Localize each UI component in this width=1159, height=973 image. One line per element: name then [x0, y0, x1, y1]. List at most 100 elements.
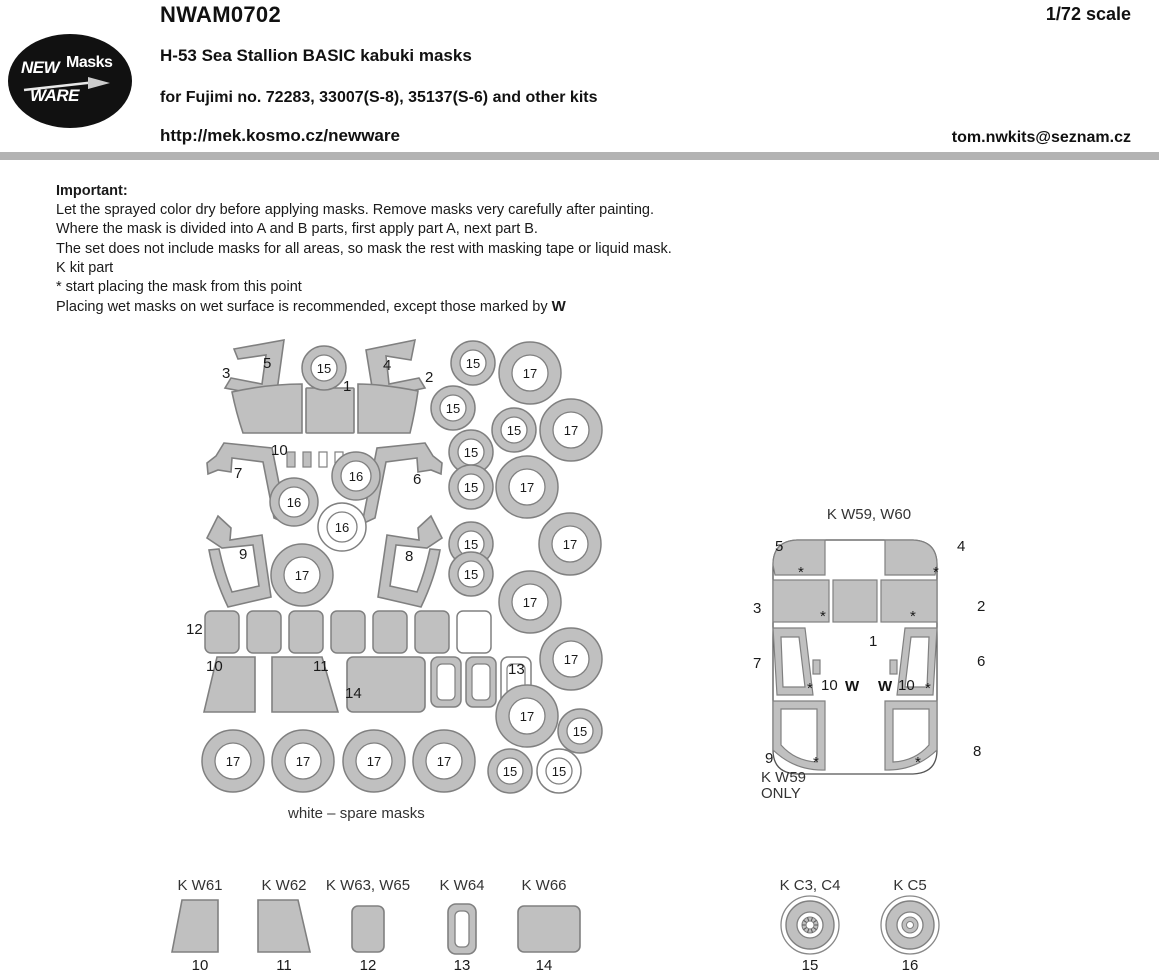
notes-wet-text: Placing wet masks on wet surface is reco… — [56, 299, 552, 316]
notes-line: Where the mask is divided into A and B p… — [56, 221, 538, 238]
ring-inner — [551, 525, 589, 563]
ring-inner — [552, 640, 590, 678]
ring-label: 17 — [523, 595, 537, 610]
part-number-label: 10 — [192, 957, 209, 973]
part-number-label: 14 — [345, 685, 362, 702]
mask-ring: 17 — [498, 570, 562, 634]
notes-line: Let the sprayed color dry before applyin… — [56, 202, 654, 219]
start-point-star-icon: * — [915, 754, 921, 771]
part-number-label: 10 — [206, 658, 223, 675]
ring-label: 15 — [464, 445, 478, 460]
ring-inner — [511, 354, 549, 392]
ring-inner — [326, 511, 358, 543]
header-divider — [0, 152, 1159, 160]
start-point-star-icon: * — [910, 608, 916, 625]
cockpit-part-label: 8 — [973, 743, 981, 760]
part-number-label: 10 — [271, 442, 288, 459]
part-kit-label: K W62 — [261, 877, 306, 894]
ring-label: 17 — [564, 652, 578, 667]
ring-inner — [439, 394, 467, 422]
contact-email: tom.nwkits@seznam.cz — [951, 129, 1131, 146]
mask-strip-12 — [246, 610, 282, 654]
ring-label: 16 — [335, 520, 349, 535]
ring-inner — [284, 742, 322, 780]
mask-ring: 15 — [450, 340, 496, 386]
ring-label: 15 — [464, 537, 478, 552]
ring-inner — [496, 757, 524, 785]
cockpit-part-label: 2 — [977, 598, 985, 615]
ring-label: 15 — [317, 361, 331, 376]
ring-inner — [355, 742, 393, 780]
part-legend-item: K W64 13 — [439, 877, 484, 973]
part-kit-label: K W61 — [177, 877, 222, 894]
notes-wet-line: Placing wet masks on wet surface is reco… — [56, 297, 856, 317]
ring-inner — [511, 583, 549, 621]
mask-frame-13 — [430, 656, 462, 708]
ring-inner — [545, 757, 573, 785]
part-shape — [257, 899, 312, 953]
notes-heading: Important: — [56, 183, 128, 199]
frame-inner — [436, 663, 456, 701]
part-legend-item: K W61 10 — [171, 877, 223, 973]
part-number-label: 13 — [454, 957, 471, 973]
notes-line: * start placing the mask from this point — [56, 279, 302, 296]
product-subtitle: for Fujimi no. 72283, 33007(S-8), 35137(… — [160, 89, 598, 106]
ring-label: 15 — [573, 724, 587, 739]
mask-ring: 17 — [270, 543, 334, 607]
mask-ring: 15 — [430, 385, 476, 431]
cockpit-title: K W59, W60 — [827, 506, 911, 523]
cockpit-part-label: 1 — [869, 633, 877, 650]
part-shape-inner — [454, 910, 470, 948]
start-point-star-icon: * — [798, 564, 804, 581]
frame-inner — [471, 663, 491, 701]
ring-inner — [457, 473, 485, 501]
ring-label: 17 — [296, 754, 310, 769]
cockpit-part-label: 9 — [765, 750, 773, 767]
right-arrow-icon — [23, 77, 110, 92]
mask-ring: 17 — [271, 729, 335, 793]
cockpit-part-label: 5 — [775, 538, 783, 555]
part-number-label: 11 — [313, 658, 329, 675]
part-kit-label: K W64 — [439, 877, 484, 894]
cockpit-part-label: 4 — [957, 538, 965, 555]
notes-line: The set does not include masks for all a… — [56, 240, 672, 257]
ring-label: 16 — [349, 469, 363, 484]
cockpit-part-label: 10 — [898, 677, 915, 694]
mask-strip-10 — [318, 451, 328, 468]
wheel-centre — [906, 921, 914, 929]
part-number-label: 9 — [239, 546, 247, 563]
mask-ring: 17 — [342, 729, 406, 793]
ring-label: 16 — [287, 495, 301, 510]
ring-inner — [508, 468, 546, 506]
mask-ring: 17 — [539, 627, 603, 691]
logo-word-new: NEW — [21, 58, 60, 77]
part-kit-label: K C5 — [893, 877, 926, 894]
mask-ring: 17 — [538, 512, 602, 576]
part-number-label: 5 — [263, 355, 271, 372]
product-title: H-53 Sea Stallion BASIC kabuki masks — [160, 46, 472, 65]
ring-inner — [310, 354, 338, 382]
part-number-label: 13 — [508, 661, 525, 678]
ring-label: 17 — [520, 709, 534, 724]
ring-label: 15 — [552, 764, 566, 779]
mask-ring: 17 — [498, 341, 562, 405]
brand-logo: NEW Masks WARE — [8, 34, 132, 128]
start-point-star-icon: * — [813, 754, 819, 771]
mask-strip-12 — [372, 610, 408, 654]
part-kit-label: K C3, C4 — [780, 877, 841, 894]
mask-ring: 16 — [269, 477, 319, 527]
notes-line: K kit part — [56, 259, 114, 276]
ring-label: 15 — [446, 401, 460, 416]
part-number-label: 15 — [802, 957, 819, 973]
wheel-rib — [810, 917, 813, 922]
ring-label: 17 — [226, 754, 240, 769]
ring-inner — [214, 742, 252, 780]
part-shape — [351, 905, 385, 953]
cockpit-footnote-1: K W59 — [761, 769, 806, 786]
ring-inner — [566, 717, 594, 745]
ring-inner — [459, 349, 487, 377]
part-number-label: 6 — [413, 471, 421, 488]
